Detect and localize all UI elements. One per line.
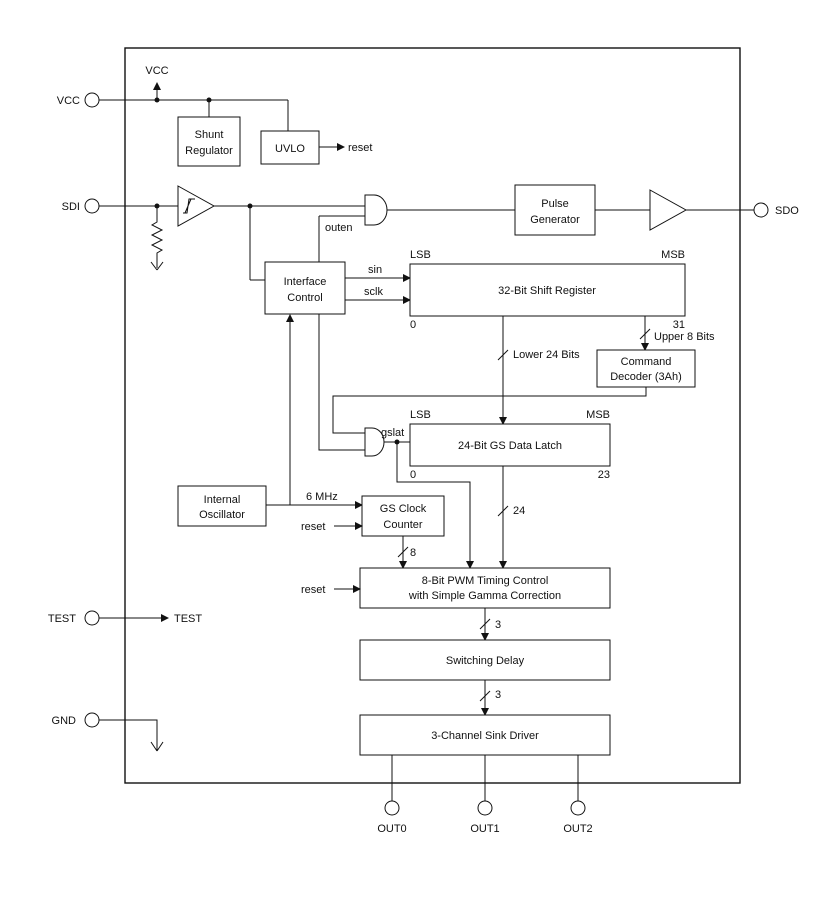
gs-data-latch-block <box>409 423 611 467</box>
shift-register-bit31-label: 31 <box>673 319 685 331</box>
frequency-label: 6 MHz <box>306 491 338 503</box>
lower-bits-label: Lower 24 Bits <box>513 349 580 361</box>
gs-clock-counter-block <box>361 495 445 537</box>
upper-bits-label: Upper 8 Bits <box>654 331 715 343</box>
bus-8-label: 8 <box>410 547 416 559</box>
bus-24-label: 24 <box>513 505 525 517</box>
out0-pin-label: OUT0 <box>377 823 406 835</box>
bus-3b-label: 3 <box>495 689 501 701</box>
shift-register-lsb-label: LSB <box>410 249 431 261</box>
pwm-timing-control-label-1: 8-Bit PWM Timing Control <box>422 575 549 587</box>
pwm-reset-label: reset <box>301 584 325 596</box>
internal-oscillator-label-2: Oscillator <box>199 509 245 521</box>
gs-latch-bit23-label: 23 <box>598 469 610 481</box>
sin-label: sin <box>368 264 382 276</box>
sink-driver-label: 3-Channel Sink Driver <box>431 730 539 742</box>
test-pin[interactable] <box>84 610 100 626</box>
sdi-pin[interactable] <box>84 198 100 214</box>
command-decoder-label-2: Decoder (3Ah) <box>610 371 682 383</box>
shift-register-block <box>409 263 686 317</box>
shunt-regulator-label-1: Shunt <box>195 129 224 141</box>
pulse-generator-label-2: Generator <box>530 214 580 226</box>
internal-oscillator-block <box>177 485 267 527</box>
interface-control-label-2: Control <box>287 292 322 304</box>
internal-oscillator-label-1: Internal <box>204 494 241 506</box>
outen-label: outen <box>325 222 353 234</box>
command-decoder-label-1: Command <box>621 356 672 368</box>
interface-control-label-1: Interface <box>284 276 327 288</box>
gs-clock-counter-label-2: Counter <box>383 519 422 531</box>
gs-latch-msb-label: MSB <box>586 409 610 421</box>
gslat-label: gslat <box>381 427 404 439</box>
uvlo-reset-label: reset <box>348 142 372 154</box>
switching-delay-block <box>359 639 611 681</box>
shift-register-label: 32-Bit Shift Register <box>498 285 596 297</box>
switching-delay-label: Switching Delay <box>446 655 525 667</box>
interface-control-block <box>264 261 346 315</box>
pulse-generator-block <box>514 184 596 236</box>
vcc-pin-label: VCC <box>57 95 80 107</box>
pwm-timing-control-label-2: with Simple Gamma Correction <box>408 590 561 602</box>
out0-pin[interactable] <box>384 800 400 816</box>
vcc-internal-label: VCC <box>145 65 168 77</box>
sdi-pin-label: SDI <box>62 201 80 213</box>
vcc-pin[interactable] <box>84 92 100 108</box>
chip-boundary <box>124 47 741 784</box>
output-buffer-icon <box>649 189 688 231</box>
sdo-pin-label: SDO <box>775 205 799 217</box>
counter-reset-label: reset <box>301 521 325 533</box>
out2-pin[interactable] <box>570 800 586 816</box>
gs-clock-counter-label-1: GS Clock <box>380 503 427 515</box>
schmitt-buffer-icon <box>177 185 216 227</box>
shift-register-msb-label: MSB <box>661 249 685 261</box>
sdo-pin[interactable] <box>753 202 769 218</box>
out1-pin-label: OUT1 <box>470 823 499 835</box>
uvlo-block <box>260 130 320 165</box>
sclk-label: sclk <box>364 286 383 298</box>
gs-latch-lsb-label: LSB <box>410 409 431 421</box>
out2-pin-label: OUT2 <box>563 823 592 835</box>
pulse-generator-label-1: Pulse <box>541 198 569 210</box>
gs-latch-bit0-label: 0 <box>410 469 416 481</box>
gslat-and-gate-icon <box>364 427 385 457</box>
test-internal-label: TEST <box>174 613 202 625</box>
gs-data-latch-label: 24-Bit GS Data Latch <box>458 440 562 452</box>
output-enable-and-gate-icon <box>364 194 388 226</box>
pwm-timing-control-block <box>359 567 611 609</box>
gnd-pin[interactable] <box>84 712 100 728</box>
shift-register-bit0-label: 0 <box>410 319 416 331</box>
uvlo-label: UVLO <box>275 143 305 155</box>
shunt-regulator-label-2: Regulator <box>185 145 233 157</box>
shunt-regulator-block <box>177 116 241 167</box>
out1-pin[interactable] <box>477 800 493 816</box>
test-pin-label: TEST <box>48 613 76 625</box>
bus-3a-label: 3 <box>495 619 501 631</box>
sink-driver-block <box>359 714 611 756</box>
gnd-pin-label: GND <box>52 715 77 727</box>
